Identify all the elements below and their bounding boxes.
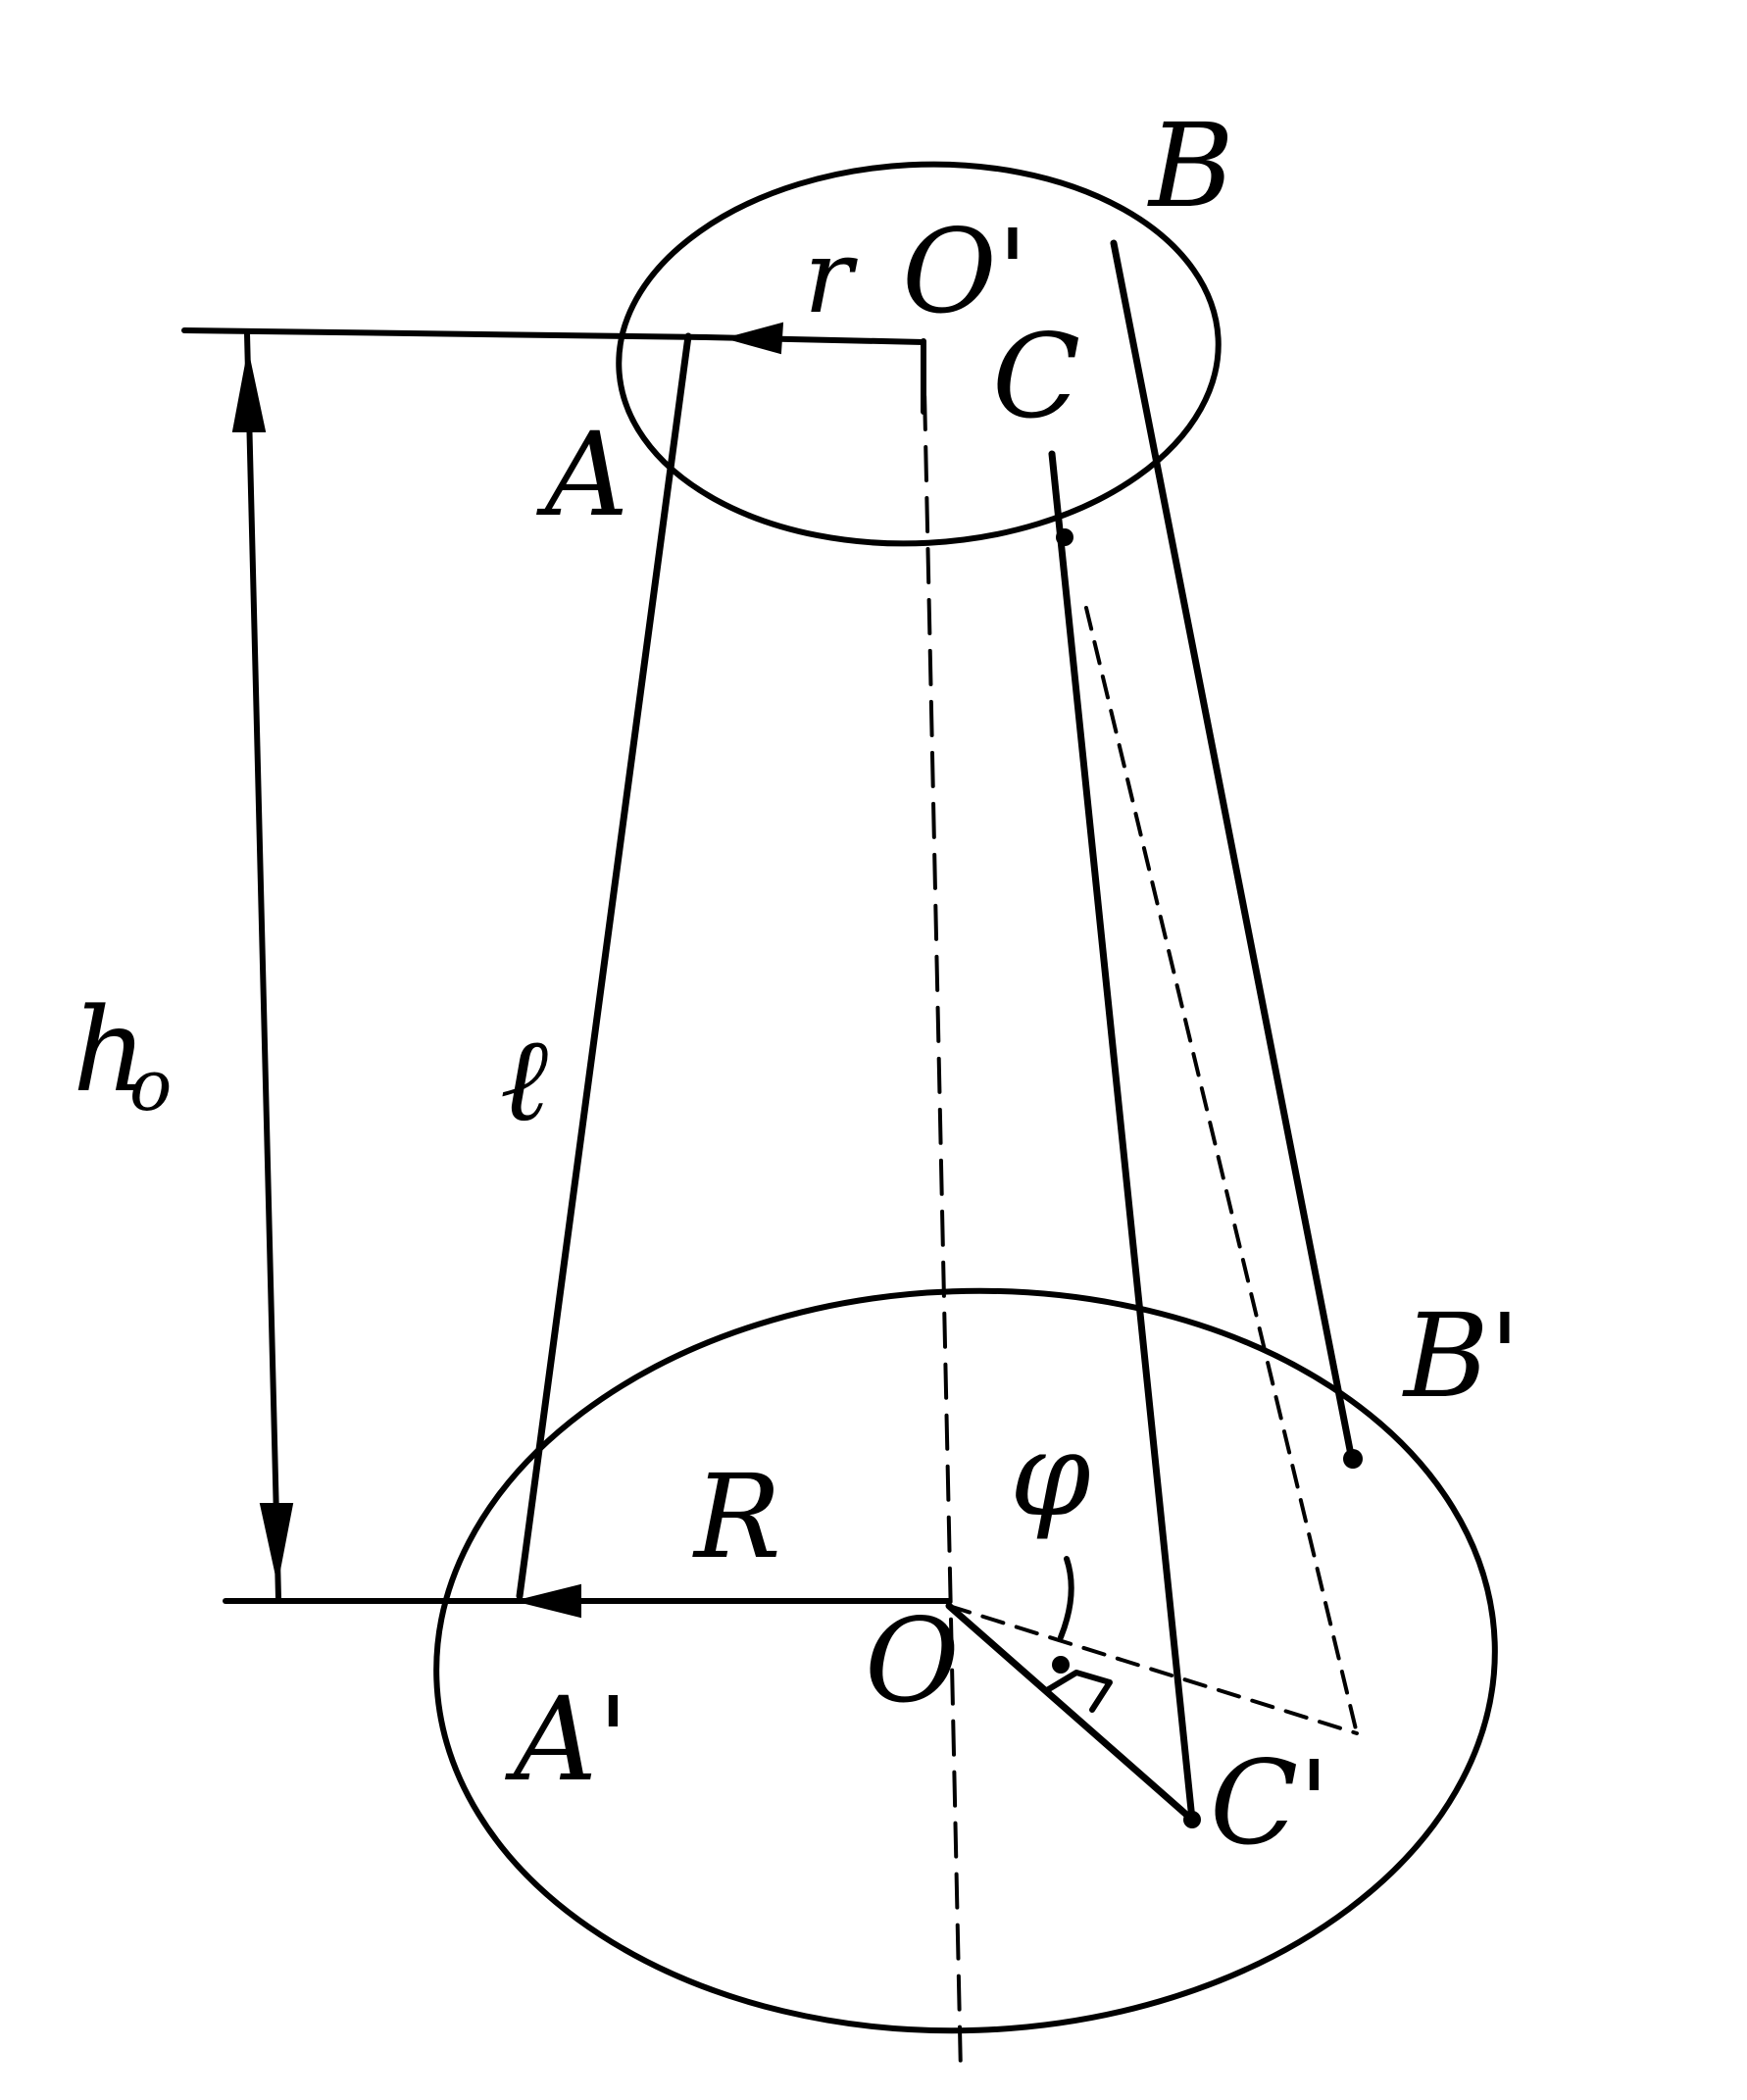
label-c-prime: C' bbox=[1210, 1735, 1330, 1871]
label-a: A bbox=[536, 407, 628, 542]
label-o-prime: O' bbox=[902, 204, 1028, 339]
angle-phi-arc bbox=[1058, 1556, 1074, 1640]
point-b-prime-dot bbox=[1343, 1449, 1363, 1469]
angle-phi-dot bbox=[1052, 1656, 1070, 1674]
label-h-sub: o bbox=[129, 1044, 172, 1126]
slant-line-a bbox=[516, 332, 692, 1600]
top-radius-arrowhead bbox=[724, 322, 784, 355]
right-angle-mark bbox=[1044, 1670, 1113, 1713]
top-base-ellipse bbox=[616, 161, 1222, 547]
central-axis bbox=[922, 343, 963, 2075]
label-r-bottom: R bbox=[692, 1449, 781, 1584]
radius-o-b-prime-dashed bbox=[947, 1604, 1359, 1735]
label-c: C bbox=[992, 309, 1080, 444]
slant-line-b bbox=[1110, 239, 1355, 1459]
slant-line-c bbox=[1048, 450, 1196, 1824]
label-phi: φ bbox=[1010, 1407, 1091, 1542]
label-b-prime: B' bbox=[1402, 1288, 1521, 1424]
label-a-prime: A' bbox=[505, 1672, 629, 1807]
top-radius-line bbox=[181, 327, 709, 340]
height-arrow-bottom bbox=[259, 1503, 294, 1581]
label-l: ℓ bbox=[500, 1012, 548, 1147]
label-o: O bbox=[865, 1593, 960, 1728]
label-top-radius: r bbox=[804, 217, 858, 336]
height-arrow-top bbox=[231, 352, 267, 432]
bottom-base-ellipse bbox=[433, 1287, 1498, 2034]
radius-o-c-prime bbox=[945, 1602, 1196, 1824]
height-dimension-line bbox=[244, 330, 281, 1601]
label-h: h bbox=[73, 982, 147, 1118]
bottom-radius-arrowhead bbox=[517, 1583, 581, 1619]
point-c-dot bbox=[1056, 528, 1073, 546]
projection-line-b bbox=[1084, 606, 1359, 1735]
label-b: B bbox=[1147, 98, 1234, 233]
